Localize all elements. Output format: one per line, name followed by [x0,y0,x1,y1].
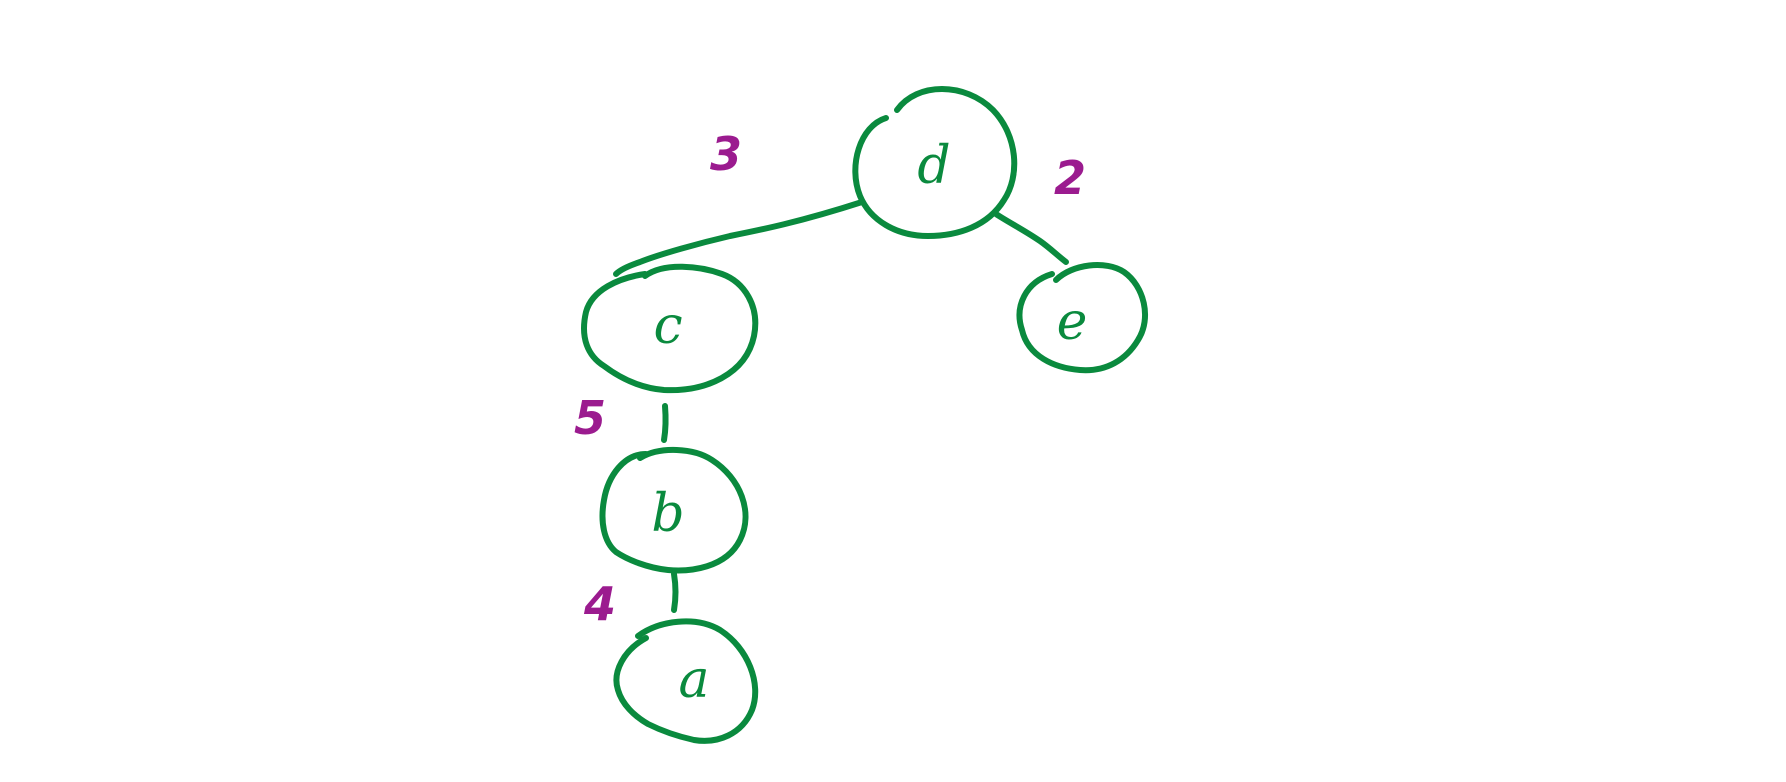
node-label: b [651,484,684,544]
node-b[interactable]: b [599,446,749,574]
node-label: c [653,296,682,356]
node-e-circle [1016,262,1148,374]
edges-layer [613,199,1069,613]
node-b-circle [599,446,749,574]
node-d-circle [852,86,1018,239]
node-c[interactable]: c [581,263,759,394]
edge-weight-c-b: 5 [574,391,606,445]
node-d[interactable]: d [852,86,1018,239]
node-c-circle [581,263,759,394]
node-label: d [917,136,950,196]
node-a[interactable]: a [613,618,759,744]
weights-layer: 3 2 5 4 [574,127,1086,631]
edge-d-e [993,211,1069,265]
node-a-circle [613,618,759,744]
node-label: e [1057,292,1088,352]
edge-weight-b-a: 4 [583,577,616,631]
edge-weight-d-e: 2 [1054,151,1086,205]
nodes-layer: d c e b a [581,86,1148,744]
edge-c-b [661,403,669,443]
node-e[interactable]: e [1016,262,1148,374]
edge-b-a [671,571,679,613]
node-label: a [678,650,709,710]
edge-weight-d-c: 3 [710,127,742,181]
edge-d-c [613,199,865,277]
